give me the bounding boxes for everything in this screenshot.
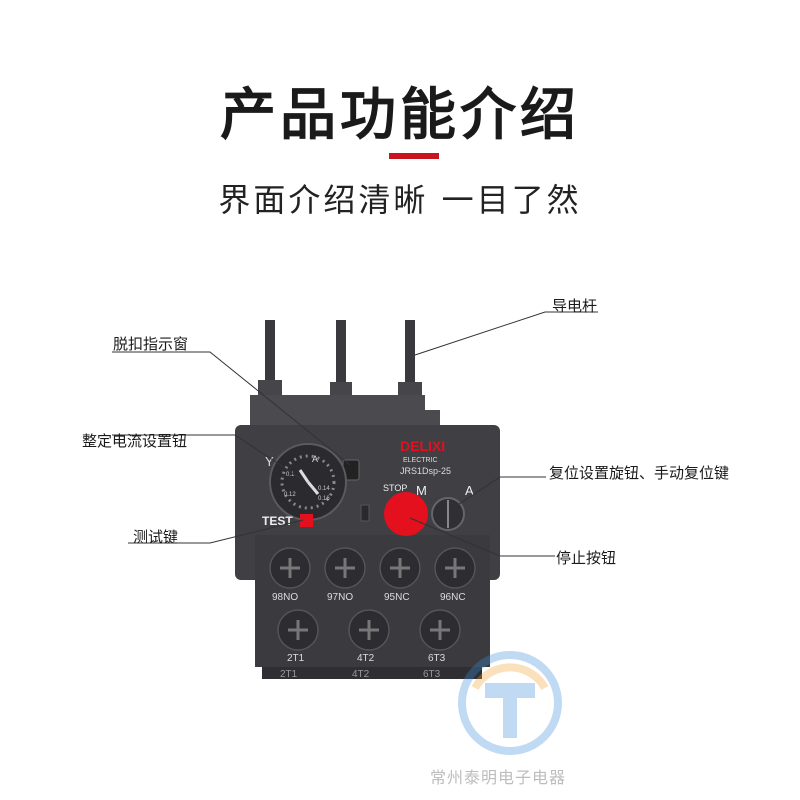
base-mark-6t3: 6T3 [423, 669, 441, 680]
conductor-rod-3 [405, 320, 415, 415]
title-accent-bar [389, 153, 439, 159]
page-subtitle: 界面介绍清晰 一目了然 [218, 181, 582, 219]
terminal-label-97no: 97NO [327, 592, 353, 603]
base-mark-4t2: 4T2 [352, 669, 370, 680]
terminal-label-95nc: 95NC [384, 592, 410, 603]
callout-stop-button: 停止按钮 [556, 549, 617, 567]
terminal-label-4t2: 4T2 [357, 653, 375, 664]
brand-sub-label: ELECTRIC [403, 457, 438, 464]
leader-trip-window [112, 351, 351, 466]
leader-test-key [128, 519, 304, 544]
leader-reset-knob [449, 476, 546, 511]
brand-label: DELIXI [400, 438, 445, 454]
conductor-rod-1 [265, 320, 275, 415]
dial-scale-3: 0.12 [284, 492, 296, 498]
callout-conductor: 导电杆 [552, 297, 598, 315]
terminal-label-6t3: 6T3 [428, 653, 446, 664]
terminal-label-98no: 98NO [272, 592, 298, 603]
m-label: M [416, 483, 427, 498]
watermark-logo-icon [458, 651, 562, 755]
terminal-label-2t1: 2T1 [287, 653, 305, 664]
test-button [300, 514, 313, 527]
dial-scale-1: 0.14 [318, 486, 330, 492]
leader-stop-button [409, 517, 555, 557]
a-label: A [465, 483, 474, 498]
relay-base [262, 667, 482, 679]
terminal-label-96nc: 96NC [440, 592, 466, 603]
model-label: JRS1Dsp-25 [400, 466, 451, 476]
dial-a-label: A [312, 454, 318, 464]
stop-button [384, 492, 428, 536]
dial-y-label: Y [265, 454, 274, 469]
dial-scale-4: 0.1 [286, 472, 295, 478]
callout-leaders [112, 311, 598, 557]
callout-setting-knob: 整定电流设置钮 [82, 432, 188, 450]
leader-setting-knob [112, 434, 301, 479]
base-mark-2t1: 2T1 [280, 669, 298, 680]
callout-trip-window: 脱扣指示窗 [113, 335, 189, 353]
callout-test-key: 测试键 [133, 528, 179, 546]
callout-reset-knob: 复位设置旋钮、手动复位键 [549, 464, 730, 482]
page-title: 产品功能介绍 [220, 83, 580, 148]
stop-label: STOP [383, 483, 407, 493]
watermark-text: 常州泰明电子电器 [430, 768, 567, 787]
leader-conductor [414, 311, 598, 356]
dial-scale-2: 0.16 [318, 496, 330, 502]
conductor-rod-2 [336, 320, 346, 415]
